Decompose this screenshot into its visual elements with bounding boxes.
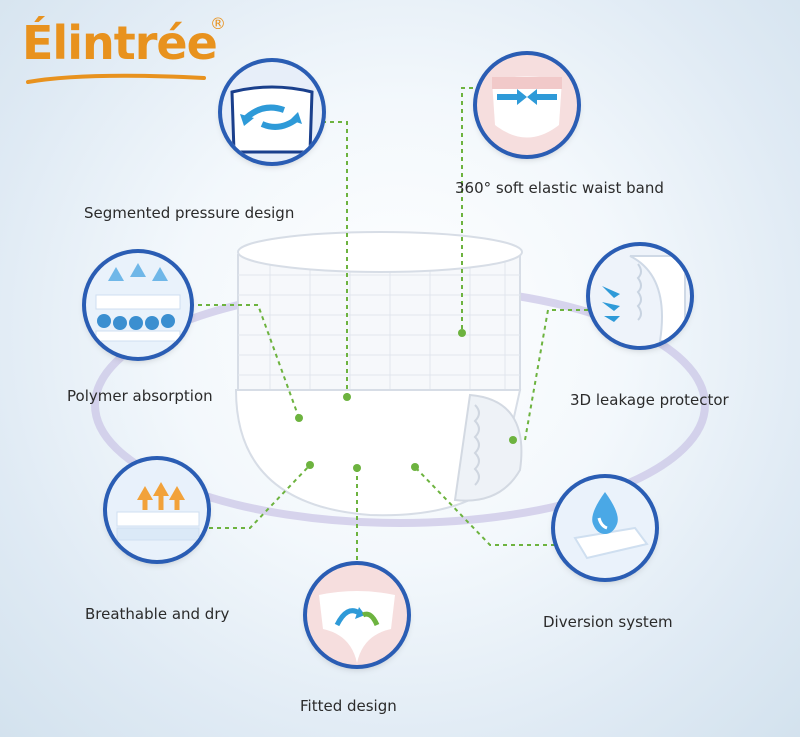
label-diversion: Diversion system bbox=[543, 613, 673, 631]
label-waist: 360° soft elastic waist band bbox=[455, 179, 664, 197]
label-segmented: Segmented pressure design bbox=[84, 204, 295, 222]
brand-logo: Élintrée ® bbox=[22, 16, 226, 84]
label-fitted: Fitted design bbox=[300, 697, 397, 715]
label-polymer: Polymer absorption bbox=[67, 387, 213, 405]
label-leakage: 3D leakage protector bbox=[570, 391, 729, 409]
fitted-brief-icon bbox=[307, 565, 407, 665]
brand-name: Élintrée bbox=[22, 16, 218, 70]
diaper-illustration bbox=[234, 231, 523, 517]
leak-guard-icon bbox=[590, 246, 690, 346]
waist-band-icon bbox=[477, 55, 577, 155]
breathable-layer-icon bbox=[107, 460, 207, 560]
hip-arrow-icon bbox=[222, 62, 322, 162]
label-breathable: Breathable and dry bbox=[85, 605, 230, 623]
water-drop-icon bbox=[555, 478, 655, 578]
absorption-layer-icon bbox=[86, 253, 190, 357]
registered-mark: ® bbox=[210, 14, 226, 33]
logo-swoosh-icon bbox=[26, 73, 206, 84]
